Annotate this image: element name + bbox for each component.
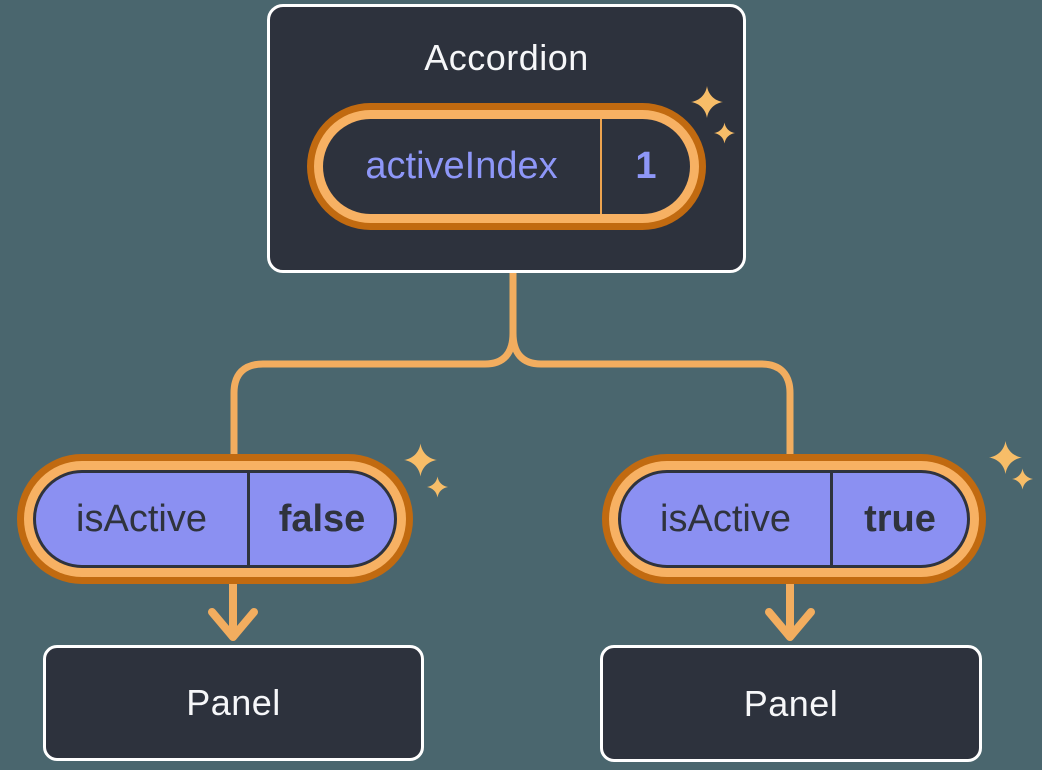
accordion-title: Accordion	[424, 37, 589, 78]
prop-value-label: false	[278, 497, 366, 540]
connector-branch-left	[230, 332, 517, 458]
prop-pill-highlight-ring: isActive false	[24, 461, 406, 577]
prop-pill-isactive-false: isActive false	[17, 454, 413, 584]
sparkle-icon	[404, 443, 437, 477]
pill-divider	[600, 119, 602, 214]
prop-value-label: true	[864, 497, 936, 540]
prop-pill-highlight-ring: isActive true	[609, 461, 979, 577]
prop-pill-isactive-true: isActive true	[602, 454, 986, 584]
arrow-left-head	[208, 608, 258, 641]
sparkle-icon	[691, 86, 723, 118]
state-pill-activeindex: activeIndex 1	[307, 103, 706, 230]
sparkle-icon	[714, 122, 735, 144]
panel-component-card-left: Panel	[43, 645, 424, 761]
panel-component-card-right: Panel	[600, 645, 982, 762]
state-value-label: 1	[635, 145, 657, 187]
sparkle-icon	[1012, 468, 1033, 490]
state-name-label: activeIndex	[365, 145, 558, 187]
accordion-component-card: Accordion activeIndex 1	[267, 4, 746, 273]
sparkle-icon	[989, 441, 1022, 474]
arrow-right-head	[765, 608, 815, 641]
prop-name-label: isActive	[76, 497, 207, 540]
prop-name-label: isActive	[660, 497, 791, 540]
pill-divider	[247, 473, 250, 565]
sparkle-icon	[427, 476, 448, 498]
pill-divider	[830, 473, 833, 565]
panel-title: Panel	[186, 682, 281, 723]
state-pill-highlight-ring: activeIndex 1	[314, 110, 699, 223]
connector-branch-right	[509, 332, 794, 458]
panel-title: Panel	[743, 682, 839, 724]
